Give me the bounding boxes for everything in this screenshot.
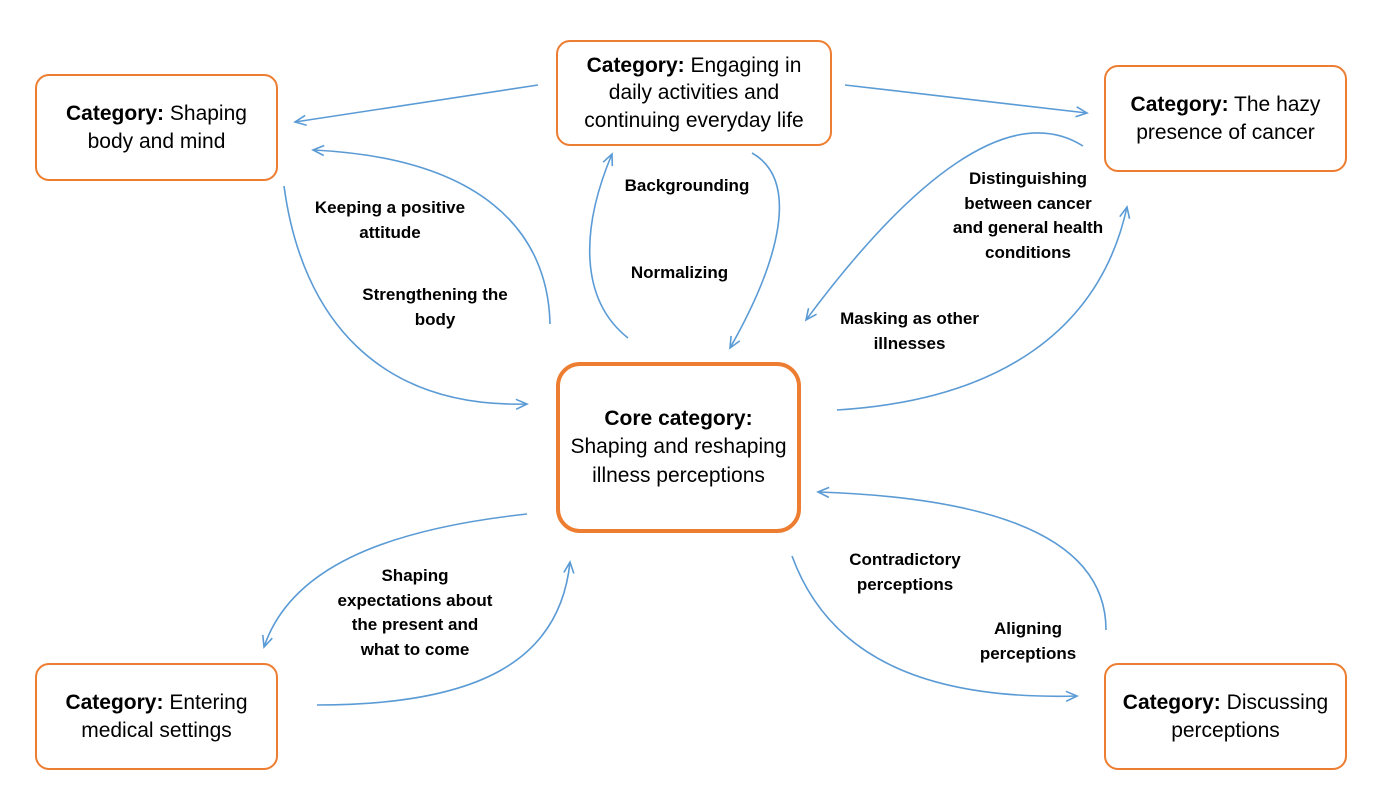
arrow-engaging-to-hazy (844, 84, 1089, 118)
category-label: Category: (586, 54, 685, 78)
edge-label-normalizing: Normalizing (630, 263, 729, 282)
category-label: Category: (66, 102, 165, 126)
edge-label-distinguishing: Distinguishing between cancer and genera… (952, 169, 1104, 262)
category-engaging-daily: Category: Engaging in daily activities a… (556, 40, 832, 146)
category-text: Shaping body and mind (87, 102, 247, 153)
arrow-core-to-engaging (588, 152, 629, 339)
category-shaping-body-mind: Category: Shaping body and mind (35, 74, 278, 181)
edge-label-strengthening-body: Strengthening the body (362, 285, 508, 329)
edge-label-aligning: Aligning perceptions (979, 619, 1077, 663)
arrow-core-to-shaping (311, 144, 551, 325)
arrow-hazy-to-core (804, 132, 1084, 322)
arrow-shaping-to-core (283, 185, 529, 411)
edge-label-backgrounding: Backgrounding (624, 176, 750, 195)
edge-label-contradictory: Contradictory perceptions (849, 550, 961, 594)
arrow-core-to-hazy (836, 205, 1131, 411)
edge-label-keeping-positive: Keeping a positive attitude (314, 198, 466, 242)
category-text: The hazy presence of cancer (1136, 93, 1321, 144)
category-label: Category: (1130, 93, 1229, 117)
core-text: Shaping and reshaping illness perception… (570, 435, 787, 487)
category-text: Engaging in daily activities and continu… (584, 54, 804, 132)
core-label: Core category: (604, 406, 753, 430)
arrow-discussing-to-core (816, 486, 1107, 631)
arrow-core-to-entering (261, 513, 528, 649)
arrow-engaging-to-shaping (293, 84, 539, 127)
edge-label-masking: Masking as other illnesses (840, 309, 979, 353)
arrow-engaging-to-core (729, 152, 781, 350)
category-text: Entering medical settings (81, 691, 248, 742)
arrow-core-to-discussing (791, 555, 1079, 703)
category-entering-medical: Category: Entering medical settings (35, 663, 278, 770)
category-discussing: Category: Discussing perceptions (1104, 663, 1347, 770)
category-text: Discussing perceptions (1171, 691, 1329, 742)
arrow-entering-to-core (316, 560, 575, 706)
edge-label-shaping-expectations: Shaping expectations about the present a… (337, 566, 493, 659)
category-label: Category: (65, 691, 164, 715)
category-hazy-presence: Category: The hazy presence of cancer (1104, 65, 1347, 172)
core-category: Core category: Shaping and reshaping ill… (556, 362, 801, 533)
category-label: Category: (1122, 691, 1221, 715)
